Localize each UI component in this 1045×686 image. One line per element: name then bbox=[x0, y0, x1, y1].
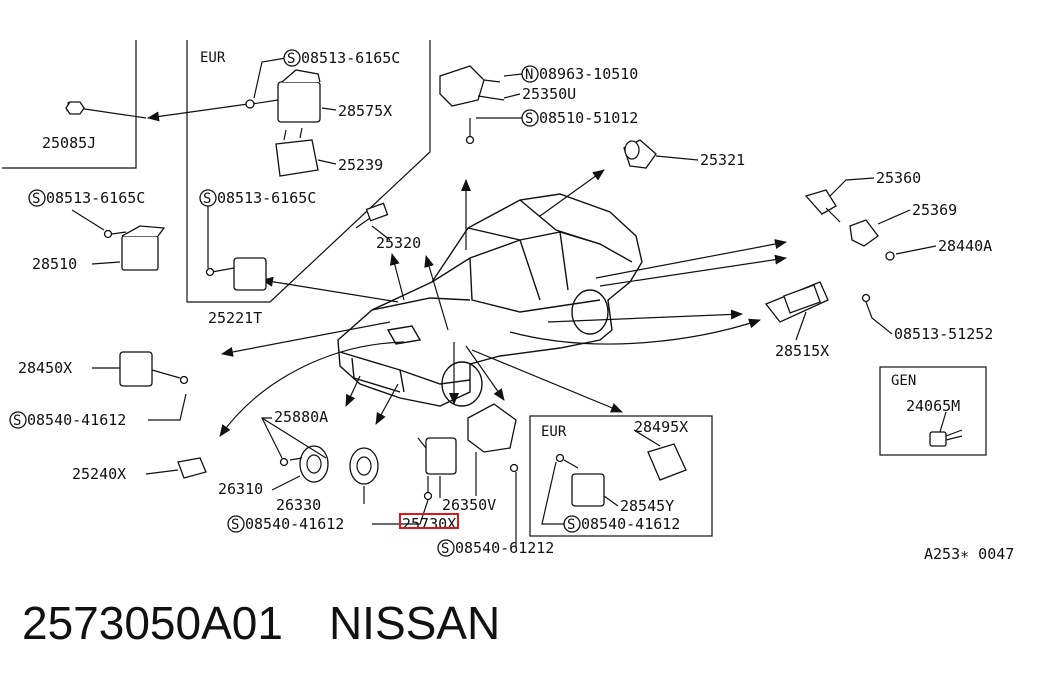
part-bracket-26350V bbox=[467, 403, 519, 473]
part-label[interactable]: 08540-41612 bbox=[27, 411, 126, 429]
part-switch-25321 bbox=[623, 139, 657, 169]
svg-text:S: S bbox=[203, 191, 211, 207]
part-label[interactable]: 08513-6165C bbox=[217, 189, 316, 207]
s-mark: S bbox=[563, 515, 581, 533]
part-label[interactable]: 25240X bbox=[72, 465, 126, 483]
part-label-highlighted[interactable]: 25730X bbox=[402, 515, 456, 533]
part-relay-25221T bbox=[205, 257, 267, 291]
svg-text:S: S bbox=[441, 541, 449, 557]
part-switch-25369 bbox=[849, 219, 879, 247]
brand-name: NISSAN bbox=[328, 597, 501, 649]
s-mark: S bbox=[227, 515, 245, 533]
car-outline bbox=[337, 193, 643, 407]
prefix-marks: S S S N S S S S S bbox=[9, 49, 581, 557]
part-label[interactable]: 28440A bbox=[938, 237, 992, 255]
part-switch-25240X bbox=[177, 457, 207, 479]
caption: 2573050A01 NISSAN bbox=[22, 596, 500, 650]
part-label[interactable]: 26350V bbox=[442, 496, 496, 514]
region-label-eur: EUR bbox=[541, 424, 567, 440]
part-label[interactable]: 08540-41612 bbox=[245, 515, 344, 533]
leader-lines bbox=[71, 57, 947, 548]
part-number-title: 2573050A01 bbox=[22, 597, 283, 649]
svg-text:N: N bbox=[525, 67, 533, 83]
part-label[interactable]: 24065M bbox=[906, 397, 960, 415]
reference-code: A253∗ 0047 bbox=[924, 545, 1014, 563]
part-label[interactable]: 26310 bbox=[218, 480, 263, 498]
part-label[interactable]: 08510-51012 bbox=[539, 109, 638, 127]
part-horn-26310 bbox=[279, 445, 329, 483]
part-relay-28450X bbox=[119, 351, 189, 387]
part-label[interactable]: 25360 bbox=[876, 169, 921, 187]
frame-25085J bbox=[2, 40, 137, 169]
part-unit-28515X bbox=[764, 281, 871, 323]
part-label[interactable]: 08513-6165C bbox=[46, 189, 145, 207]
svg-text:S: S bbox=[525, 111, 533, 127]
part-relay-28510 bbox=[103, 225, 166, 271]
part-label[interactable]: 28575X bbox=[338, 102, 392, 120]
svg-text:S: S bbox=[231, 517, 239, 533]
frame-eur-bottom bbox=[529, 415, 713, 537]
part-unit-28495X bbox=[647, 443, 687, 481]
part-label[interactable]: 25320 bbox=[376, 234, 421, 252]
part-label[interactable]: 08540-61212 bbox=[455, 539, 554, 557]
n-mark: N bbox=[521, 65, 539, 83]
s-mark: S bbox=[9, 411, 27, 429]
part-connector-24065M bbox=[929, 429, 963, 447]
part-relay-28575X bbox=[245, 69, 321, 123]
part-label[interactable]: 08513-51252 bbox=[894, 325, 993, 343]
svg-text:S: S bbox=[32, 191, 40, 207]
part-label[interactable]: 26330 bbox=[276, 496, 321, 514]
svg-text:S: S bbox=[287, 51, 295, 67]
svg-text:S: S bbox=[13, 413, 21, 429]
part-label[interactable]: 25085J bbox=[42, 134, 96, 152]
part-label[interactable]: 28545Y bbox=[620, 497, 674, 515]
part-relay-28545Y bbox=[555, 453, 605, 507]
s-mark: S bbox=[28, 189, 46, 207]
part-clip-28440A bbox=[885, 251, 895, 261]
svg-text:S: S bbox=[567, 517, 575, 533]
part-switch-25360 bbox=[804, 189, 841, 223]
part-label[interactable]: 28510 bbox=[32, 255, 77, 273]
part-label[interactable]: 28450X bbox=[18, 359, 72, 377]
part-nut-25085J bbox=[65, 101, 85, 115]
part-label[interactable]: 25221T bbox=[208, 309, 262, 327]
part-label[interactable]: 28515X bbox=[775, 342, 829, 360]
pointer-arrows bbox=[66, 101, 787, 437]
part-labels: 25085J 08513-6165C 28575X 25239 08513-61… bbox=[18, 49, 993, 557]
part-horn-26330 bbox=[349, 447, 379, 485]
s-mark: S bbox=[199, 189, 217, 207]
frame-gen bbox=[879, 366, 987, 456]
part-label[interactable]: 28495X bbox=[634, 418, 688, 436]
part-label[interactable]: 08513-6165C bbox=[301, 49, 400, 67]
part-relay-25730X bbox=[417, 437, 457, 501]
part-sensor-25320 bbox=[355, 202, 389, 229]
region-label-eur: EUR bbox=[200, 50, 226, 66]
part-label[interactable]: 25369 bbox=[912, 201, 957, 219]
part-label[interactable]: 25321 bbox=[700, 151, 745, 169]
part-label[interactable]: 25880A bbox=[274, 408, 328, 426]
s-mark: S bbox=[283, 49, 301, 67]
selected-part-highlight bbox=[399, 513, 459, 529]
region-label-gen: GEN bbox=[891, 373, 916, 389]
part-label[interactable]: 08540-41612 bbox=[581, 515, 680, 533]
part-bracket-25239 bbox=[275, 127, 319, 177]
part-label[interactable]: 25239 bbox=[338, 156, 383, 174]
part-label[interactable]: 25350U bbox=[522, 85, 576, 103]
s-mark: S bbox=[521, 109, 539, 127]
frame-eur-top bbox=[186, 40, 431, 303]
part-label[interactable]: 08963-10510 bbox=[539, 65, 638, 83]
s-mark: S bbox=[437, 539, 455, 557]
part-module-25350U bbox=[439, 65, 505, 145]
